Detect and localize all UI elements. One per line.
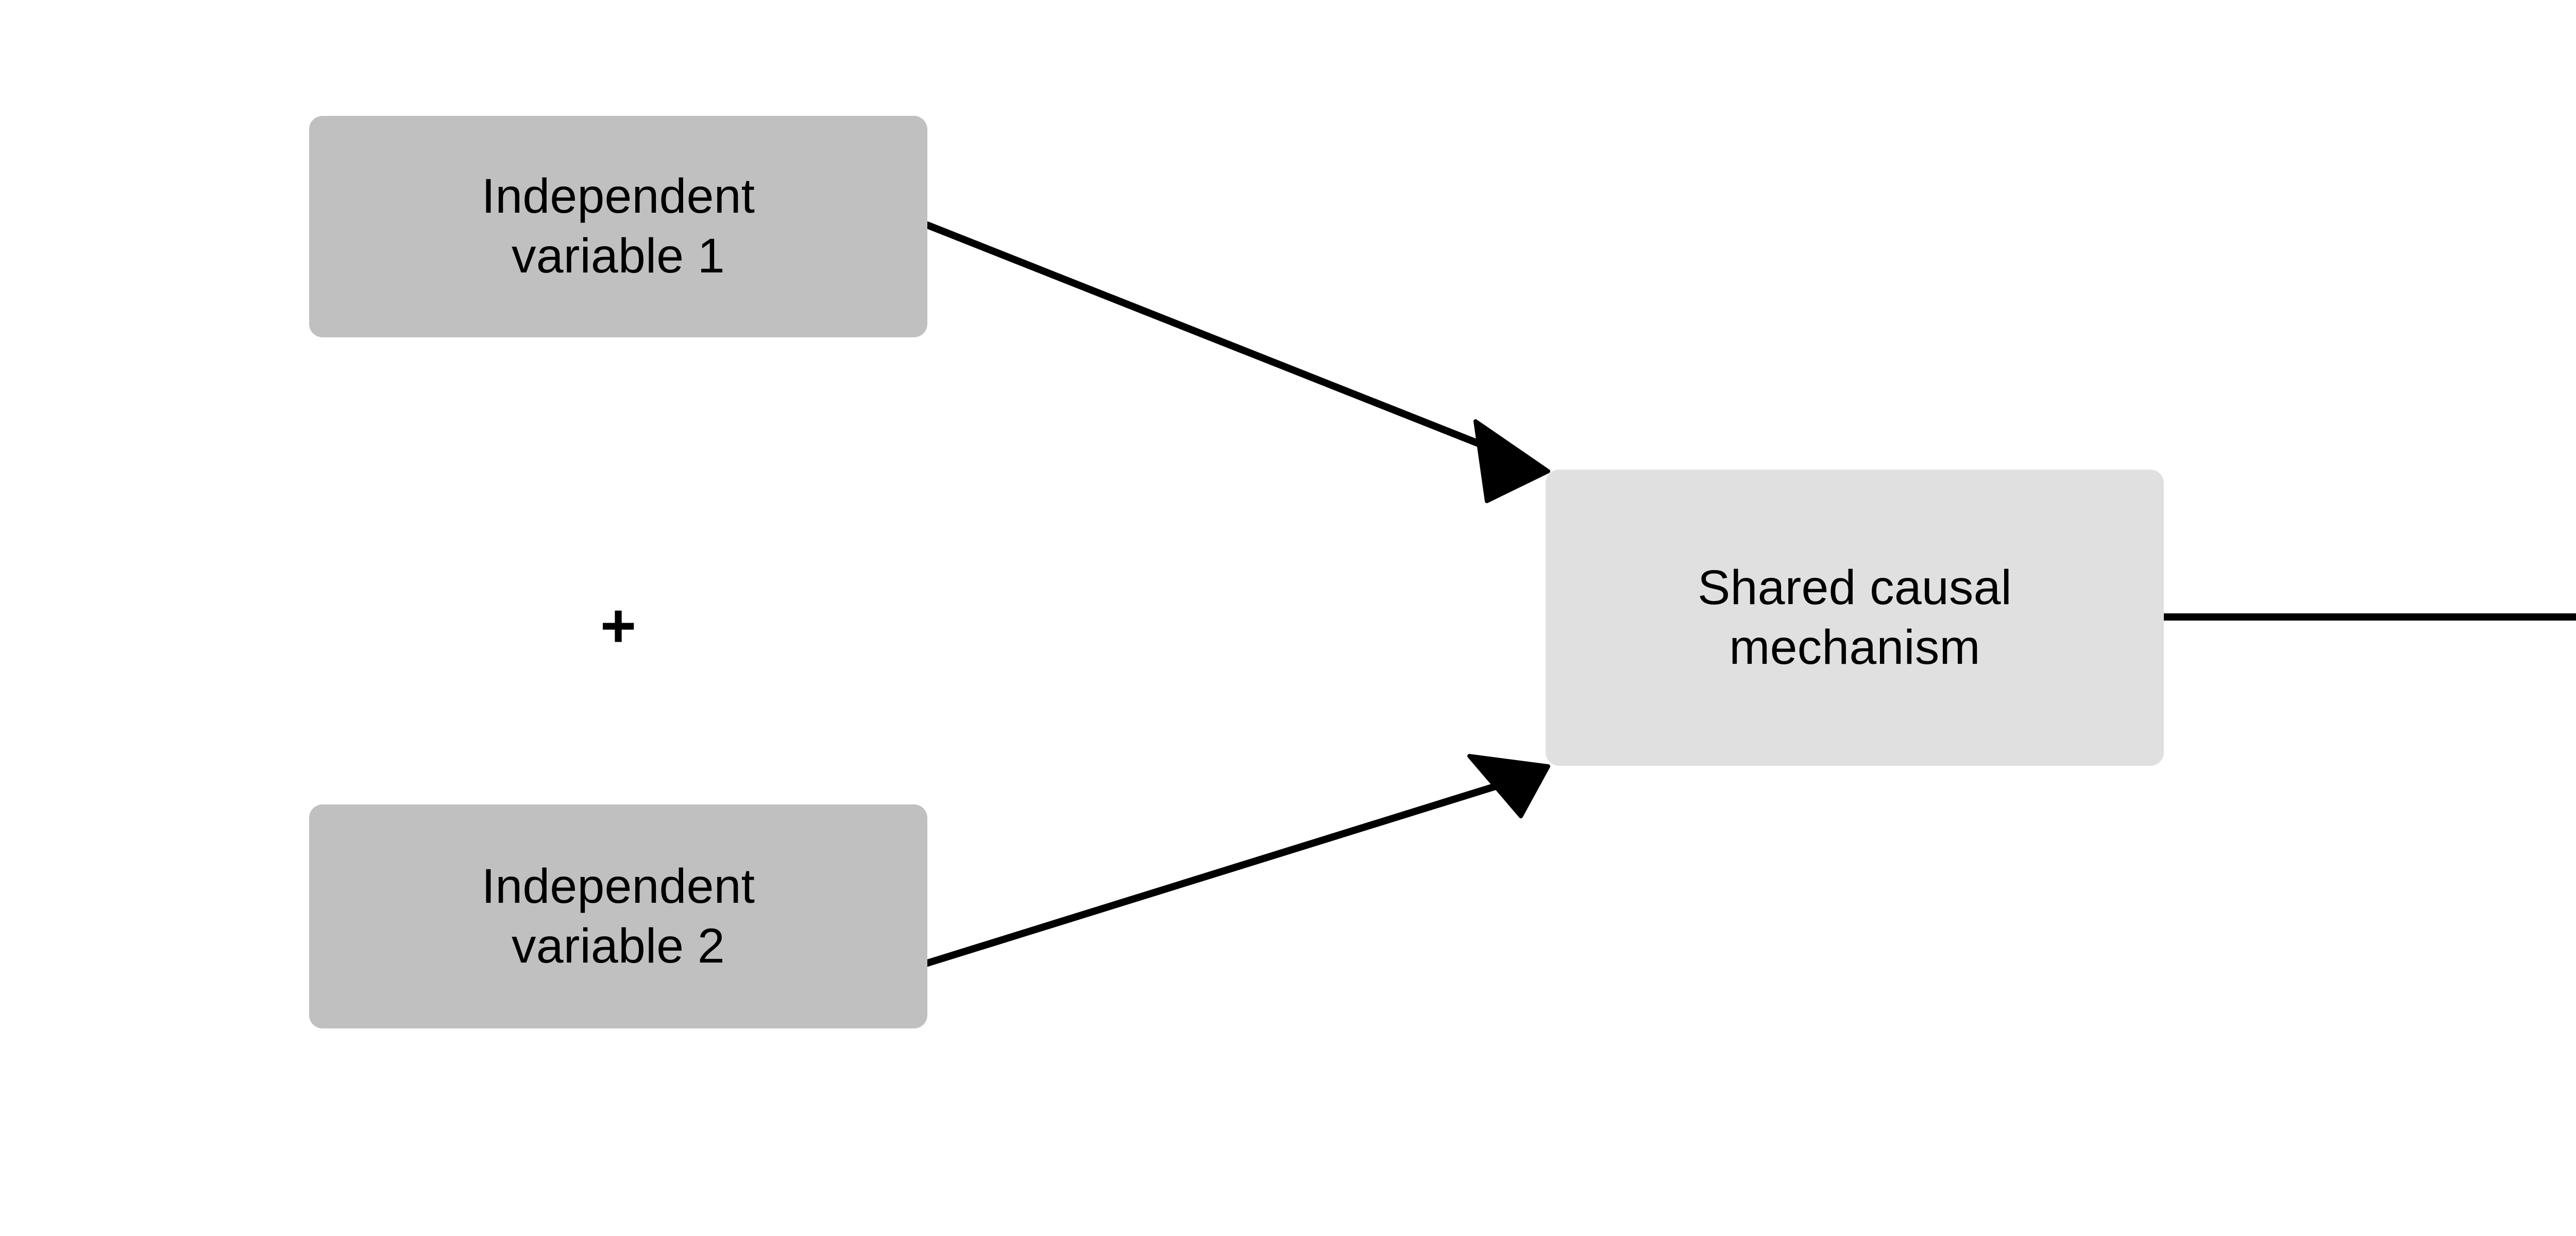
arrow-iv1-to-shared — [924, 221, 1550, 503]
arrow-iv1-to-shared-line — [924, 221, 1511, 458]
node-shared-causal-mechanism[interactable]: Shared causal mechanism — [1546, 470, 2164, 766]
arrow-iv2-to-shared — [922, 754, 1550, 967]
node-independent-variable-2-label: Independent variable 2 — [481, 859, 755, 973]
node-independent-variable-1-label: Independent variable 1 — [481, 169, 755, 283]
arrow-shared-to-dependent — [2156, 613, 2576, 621]
arrow-iv1-to-shared-head — [1473, 419, 1550, 503]
node-shared-causal-mechanism-label: Shared causal mechanism — [1698, 560, 2012, 675]
arrow-iv2-to-shared-head — [1467, 754, 1550, 818]
node-independent-variable-1[interactable]: Independent variable 1 — [309, 116, 927, 337]
plus-operator: + — [600, 591, 637, 660]
node-independent-variable-2[interactable]: Independent variable 2 — [309, 804, 927, 1028]
arrow-iv2-to-shared-line — [922, 779, 1511, 967]
